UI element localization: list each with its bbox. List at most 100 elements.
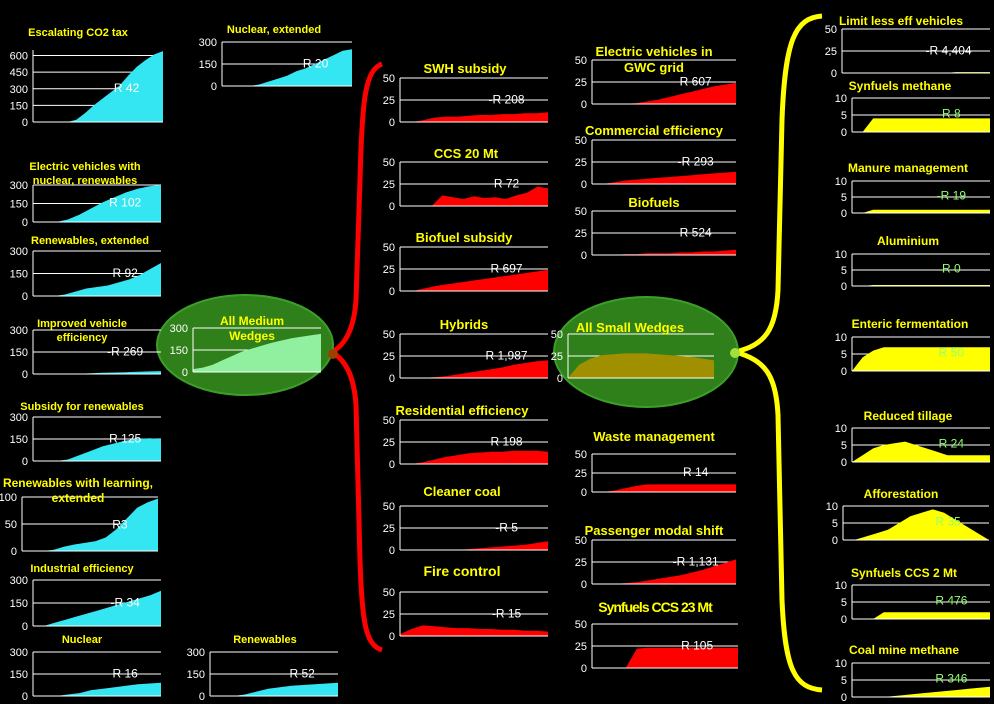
tick-label: 100 <box>0 492 17 504</box>
area-series <box>400 186 548 206</box>
area-series <box>33 263 161 296</box>
area-series <box>592 647 738 668</box>
tick-label: 5 <box>841 349 847 361</box>
area-series <box>592 484 736 492</box>
tick-label: 0 <box>211 81 217 93</box>
tick-label: 0 <box>841 457 847 469</box>
area-series <box>400 625 548 636</box>
tick-label: 0 <box>581 99 587 111</box>
tick-label: 0 <box>841 366 847 378</box>
small-wedges-ellipse <box>553 296 739 408</box>
tick-label: 150 <box>10 669 28 681</box>
tick-label: 300 <box>170 323 188 335</box>
red-brace <box>327 61 384 653</box>
cost-label: R 92 <box>112 266 138 280</box>
tick-label: 50 <box>551 329 563 341</box>
tick-label: 0 <box>841 281 847 293</box>
cost-label: R 20 <box>303 57 329 71</box>
cost-label: R 105 <box>681 639 713 653</box>
chart-title: Nuclear, extended <box>227 24 321 36</box>
tick-label: 150 <box>170 345 188 357</box>
tick-label: 150 <box>10 347 28 359</box>
tick-label: 0 <box>22 217 28 229</box>
chart-title: Aluminium <box>877 234 939 248</box>
cost-label: R 24 <box>939 437 965 451</box>
tick-label: 10 <box>835 93 847 105</box>
tick-label: 300 <box>187 647 205 659</box>
tick-label: 5 <box>841 597 847 609</box>
chart-title: Afforestation <box>864 487 939 501</box>
tick-label: 0 <box>831 68 837 80</box>
area-series <box>33 185 161 222</box>
tick-label: 50 <box>575 449 587 461</box>
tick-label: 0 <box>22 117 28 129</box>
tick-label: 150 <box>10 598 28 610</box>
red-brace-node <box>328 349 338 359</box>
area-series <box>843 509 989 540</box>
tick-label: 25 <box>575 77 587 89</box>
tick-label: 25 <box>383 437 395 449</box>
chart-title: Industrial efficiency <box>30 563 134 575</box>
cost-label: R 42 <box>114 81 140 95</box>
area-series <box>210 682 338 696</box>
cost-label: -R 293 <box>678 155 714 169</box>
chart-title: Waste management <box>593 429 715 444</box>
chart-title: Biofuel subsidy <box>416 230 514 245</box>
tick-label: 0 <box>841 692 847 704</box>
tick-label: 300 <box>199 37 217 49</box>
chart-title: Synfuels CCS 2 Mt <box>851 566 957 580</box>
chart-title: Synfuels CCS 23 Mt <box>598 599 713 615</box>
tick-label: 300 <box>10 180 28 192</box>
area-series <box>400 269 548 291</box>
tick-label: 50 <box>825 24 837 36</box>
tick-label: 300 <box>10 325 28 337</box>
chart-title: Reduced tillage <box>864 409 953 423</box>
area-series <box>852 686 990 697</box>
tick-label: 5 <box>832 518 838 530</box>
tick-label: 0 <box>22 691 28 703</box>
cost-label: R 16 <box>112 667 138 681</box>
tick-label: 0 <box>389 117 395 129</box>
cost-label: R 52 <box>289 667 315 681</box>
tick-label: 0 <box>841 614 847 626</box>
tick-label: 0 <box>581 487 587 499</box>
tick-label: 0 <box>581 663 587 675</box>
tick-label: 0 <box>581 579 587 591</box>
cost-label: -R 4,404 <box>926 44 972 58</box>
chart-title: Subsidy for renewables <box>20 401 143 413</box>
tick-label: 300 <box>10 647 28 659</box>
tick-label: 0 <box>22 369 28 381</box>
tick-label: 150 <box>199 59 217 71</box>
tick-label: 25 <box>575 557 587 569</box>
tick-label: 50 <box>5 519 17 531</box>
tick-label: 0 <box>841 208 847 220</box>
area-series <box>400 360 548 378</box>
cost-label: R 697 <box>491 262 523 276</box>
tick-label: 10 <box>835 423 847 435</box>
tick-label: 50 <box>383 329 395 341</box>
tick-label: 300 <box>10 575 28 587</box>
chart-title: Renewables, extended <box>31 235 149 247</box>
chart-title: Escalating CO2 tax <box>28 27 129 39</box>
area-series <box>222 49 352 86</box>
chart-title: Hybrids <box>440 317 488 332</box>
chart-title: Cleaner coal <box>423 484 500 499</box>
tick-label: 0 <box>389 373 395 385</box>
tick-label: 300 <box>10 246 28 258</box>
area-series <box>193 333 321 372</box>
area-series <box>400 541 548 550</box>
